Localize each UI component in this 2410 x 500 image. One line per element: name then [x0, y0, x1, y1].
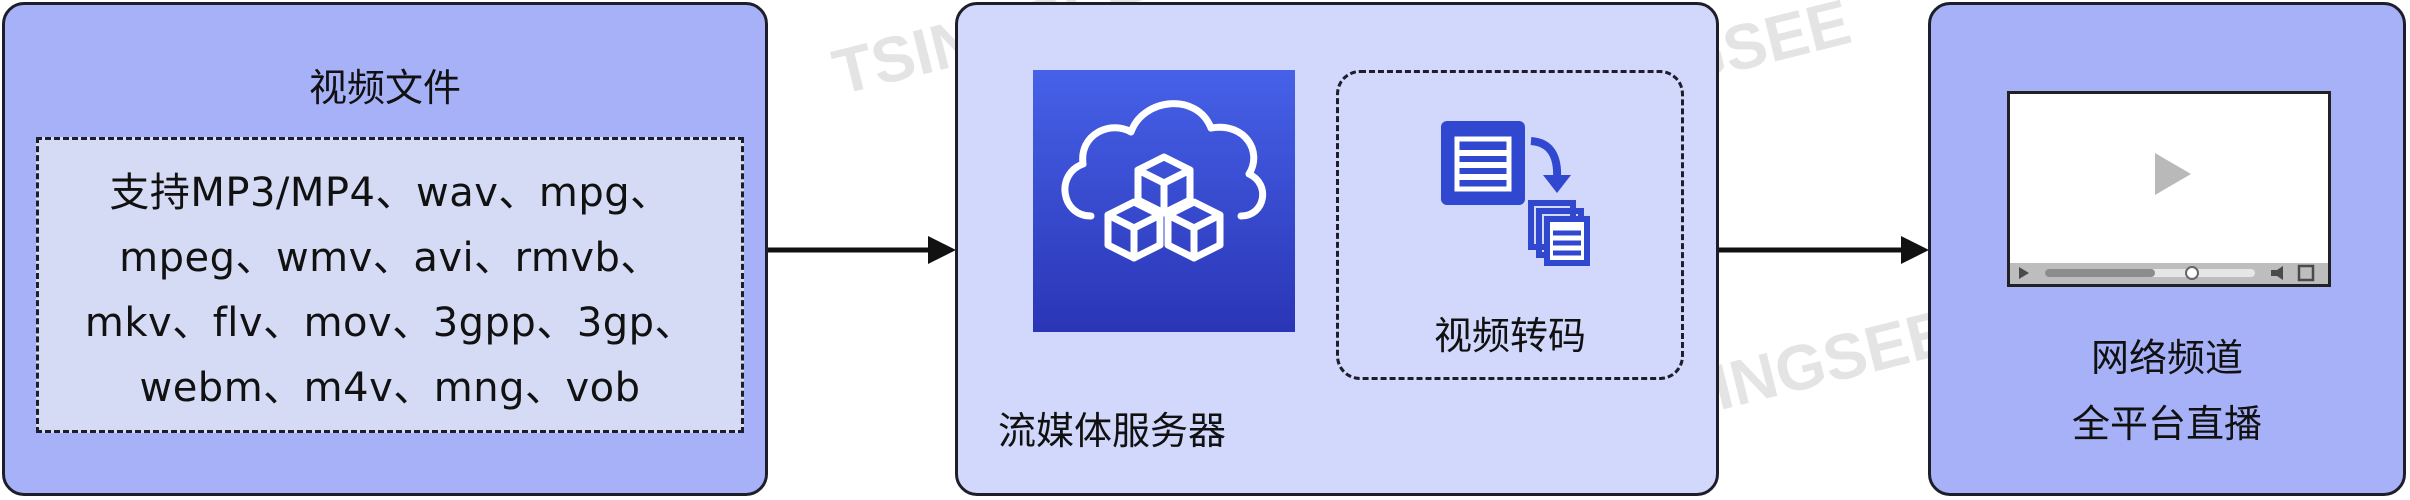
arrow-right-icon: [1719, 236, 1929, 264]
live-channel-panel: 网络频道 全平台直播: [1928, 2, 2406, 496]
output-label-line2: 全平台直播: [2071, 402, 2262, 446]
format-line: mpeg、wmv、avi、rmvb、: [119, 235, 661, 281]
supported-formats-box: 支持MP3/MP4、wav、mpg、 mpeg、wmv、avi、rmvb、 mk…: [36, 137, 744, 433]
format-line: mkv、flv、mov、3gpp、3gp、: [84, 300, 696, 346]
output-label-line1: 网络频道: [2090, 336, 2243, 380]
format-line: 支持MP3/MP4、wav、mpg、: [109, 170, 671, 216]
streaming-server-label: 流媒体服务器: [998, 409, 1227, 453]
format-line: webm、m4v、mng、vob: [139, 365, 641, 411]
arrow-right-icon: [768, 236, 956, 264]
streaming-server-panel: 视频转码 流媒体服务器: [955, 2, 1719, 496]
cloud-cubes-icon: [1033, 70, 1295, 332]
video-file-panel: 视频文件 支持MP3/MP4、wav、mpg、 mpeg、wmv、avi、rmv…: [2, 2, 768, 496]
transcode-documents-icon: [1441, 121, 1590, 266]
transcode-box: 视频转码: [1336, 70, 1684, 380]
video-file-title: 视频文件: [308, 66, 461, 110]
transcode-label: 视频转码: [1433, 314, 1586, 358]
video-player-icon: [2007, 91, 2331, 287]
